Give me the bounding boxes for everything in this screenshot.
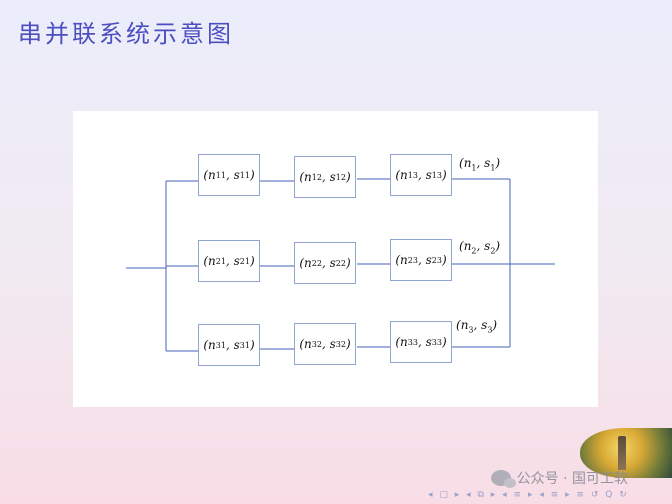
slide-title: 串并联系统示意图 <box>18 20 234 48</box>
subsystem-label-1: (n1, s1) <box>459 156 501 173</box>
campus-badge <box>580 428 672 478</box>
watermark: 公众号 · 国可工软 <box>490 468 628 488</box>
subsystem-label-2: (n2, s2) <box>459 239 501 256</box>
campus-tower-icon <box>618 436 626 470</box>
watermark-text: 公众号 · 国可工软 <box>516 471 628 487</box>
connector-lines <box>126 178 555 352</box>
subsystem-label-3: (n3, s3) <box>456 318 498 335</box>
slide-navigation-bar[interactable]: ◂ ▢ ▸ ◂ ⧉ ▸ ◂ ≡ ▸ ◂ ≡ ▸ ≡ ↺ Q ↻ <box>428 490 629 500</box>
wechat-icon <box>490 470 516 488</box>
